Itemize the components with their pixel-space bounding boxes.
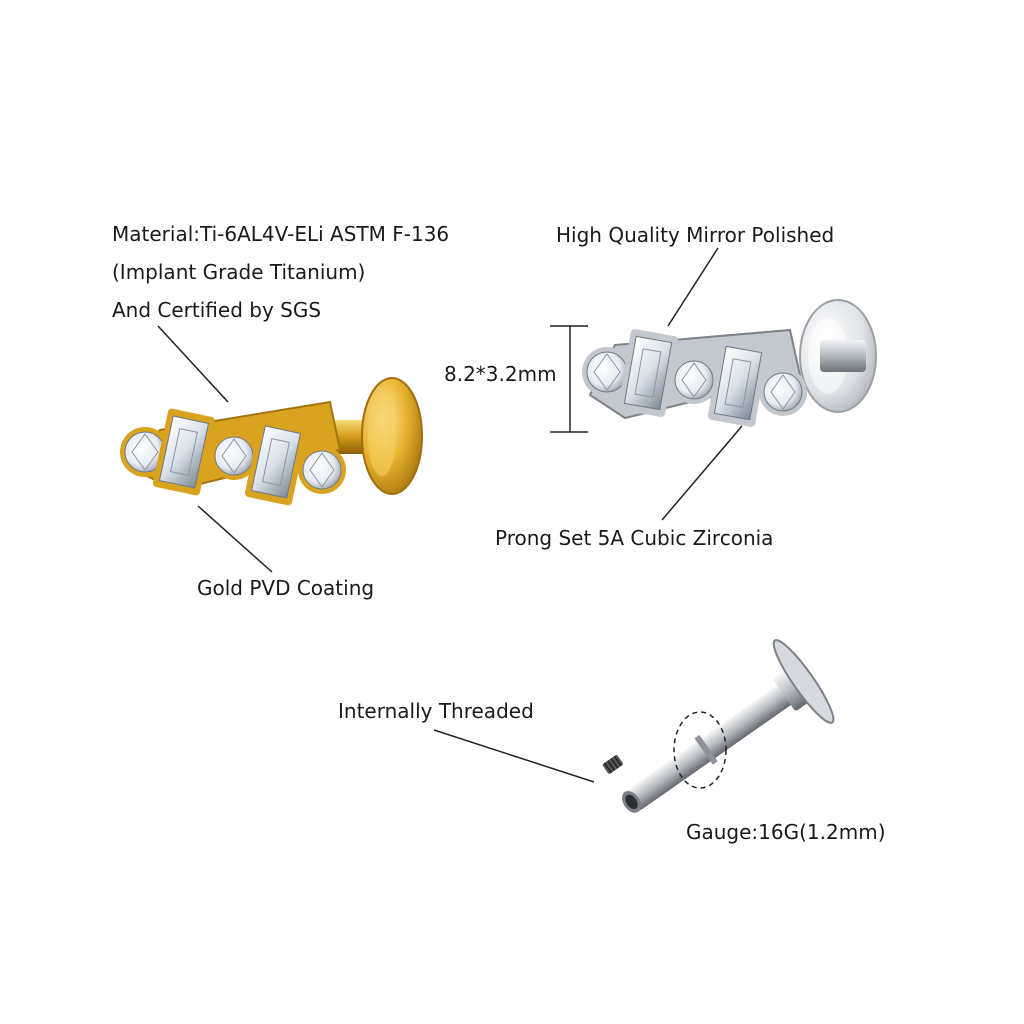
gold-baguette-gem-2: [244, 418, 308, 506]
gold-earring: [120, 377, 423, 506]
threaded-pin-icon: [602, 755, 623, 774]
gold-coating-label: Gold PVD Coating: [197, 576, 375, 600]
gauge-label: Gauge:16G(1.2mm): [686, 820, 886, 844]
material-label-line3: And Certified by SGS: [112, 298, 322, 322]
gold-round-gem-3: [298, 446, 346, 494]
material-label-line2: (Implant Grade Titanium): [112, 260, 366, 284]
silver-baguette-gem-1: [617, 329, 679, 417]
silver-round-gem-1: [582, 347, 632, 397]
silver-round-gem-3: [759, 368, 807, 416]
dimension-bracket: [550, 325, 588, 433]
prong-set-label: Prong Set 5A Cubic Zirconia: [495, 526, 774, 550]
gold-baguette-gem-1: [152, 408, 216, 496]
leader-threaded: [433, 729, 595, 783]
leader-prong-set: [661, 425, 743, 521]
silver-baguette-gem-2: [707, 339, 769, 427]
material-label-line1: Material:Ti-6AL4V-ELi ASTM F-136: [112, 222, 450, 246]
silver-round-gem-2: [670, 356, 718, 404]
threaded-label: Internally Threaded: [338, 699, 534, 723]
leader-gold-coating: [197, 505, 273, 573]
leader-material: [157, 325, 229, 403]
leader-lines: [157, 247, 743, 783]
polished-label: High Quality Mirror Polished: [556, 223, 835, 247]
dimension-label: 8.2*3.2mm: [444, 362, 557, 386]
silver-earring: [582, 299, 877, 427]
labret-post: [622, 639, 835, 813]
leader-polished: [667, 247, 719, 327]
